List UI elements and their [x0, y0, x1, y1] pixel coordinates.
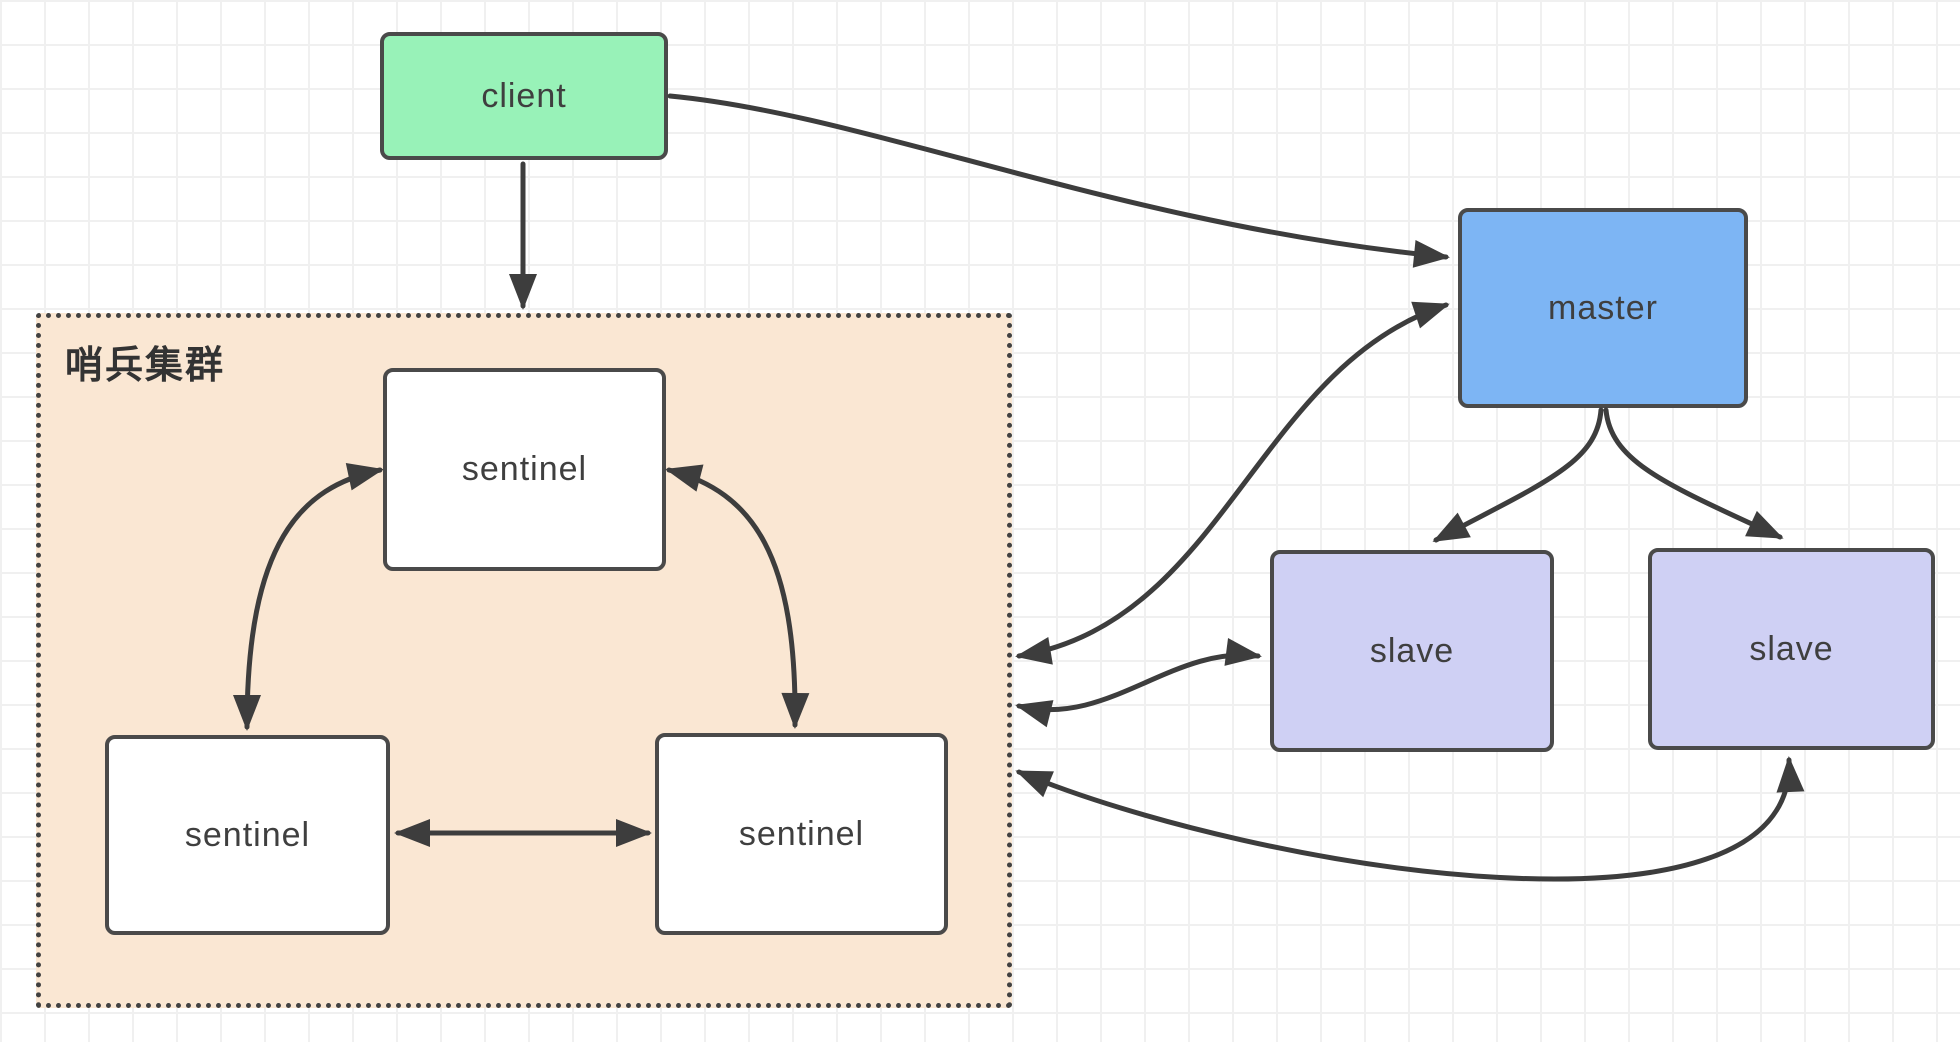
- node-master[interactable]: master: [1458, 208, 1748, 408]
- edge-master-to-slave-left[interactable]: [1432, 407, 1604, 543]
- node-client-label: client: [481, 76, 567, 115]
- node-client[interactable]: client: [380, 32, 668, 160]
- edge-master-to-slave-right[interactable]: [1603, 407, 1784, 540]
- node-slave-right[interactable]: slave: [1648, 548, 1935, 750]
- node-slave-right-label: slave: [1749, 629, 1834, 668]
- node-sentinel-top[interactable]: sentinel: [383, 368, 666, 571]
- node-sentinel-bottom-left[interactable]: sentinel: [105, 735, 390, 935]
- node-sentinel-bottom-left-label: sentinel: [184, 815, 311, 854]
- edge-cluster-to-slave-right[interactable]: [1015, 756, 1805, 882]
- node-slave-left-label: slave: [1369, 631, 1455, 670]
- node-sentinel-bottom-right-label: sentinel: [738, 814, 865, 853]
- node-master-label: master: [1548, 288, 1658, 327]
- node-slave-left[interactable]: slave: [1270, 550, 1554, 752]
- node-sentinel-top-label: sentinel: [461, 450, 588, 488]
- edge-cluster-to-slave-left[interactable]: [1015, 638, 1262, 728]
- node-sentinel-bottom-right[interactable]: sentinel: [655, 733, 948, 935]
- sentinel-cluster-label: 哨兵集群: [65, 345, 226, 387]
- edge-client-to-master[interactable]: [667, 93, 1450, 268]
